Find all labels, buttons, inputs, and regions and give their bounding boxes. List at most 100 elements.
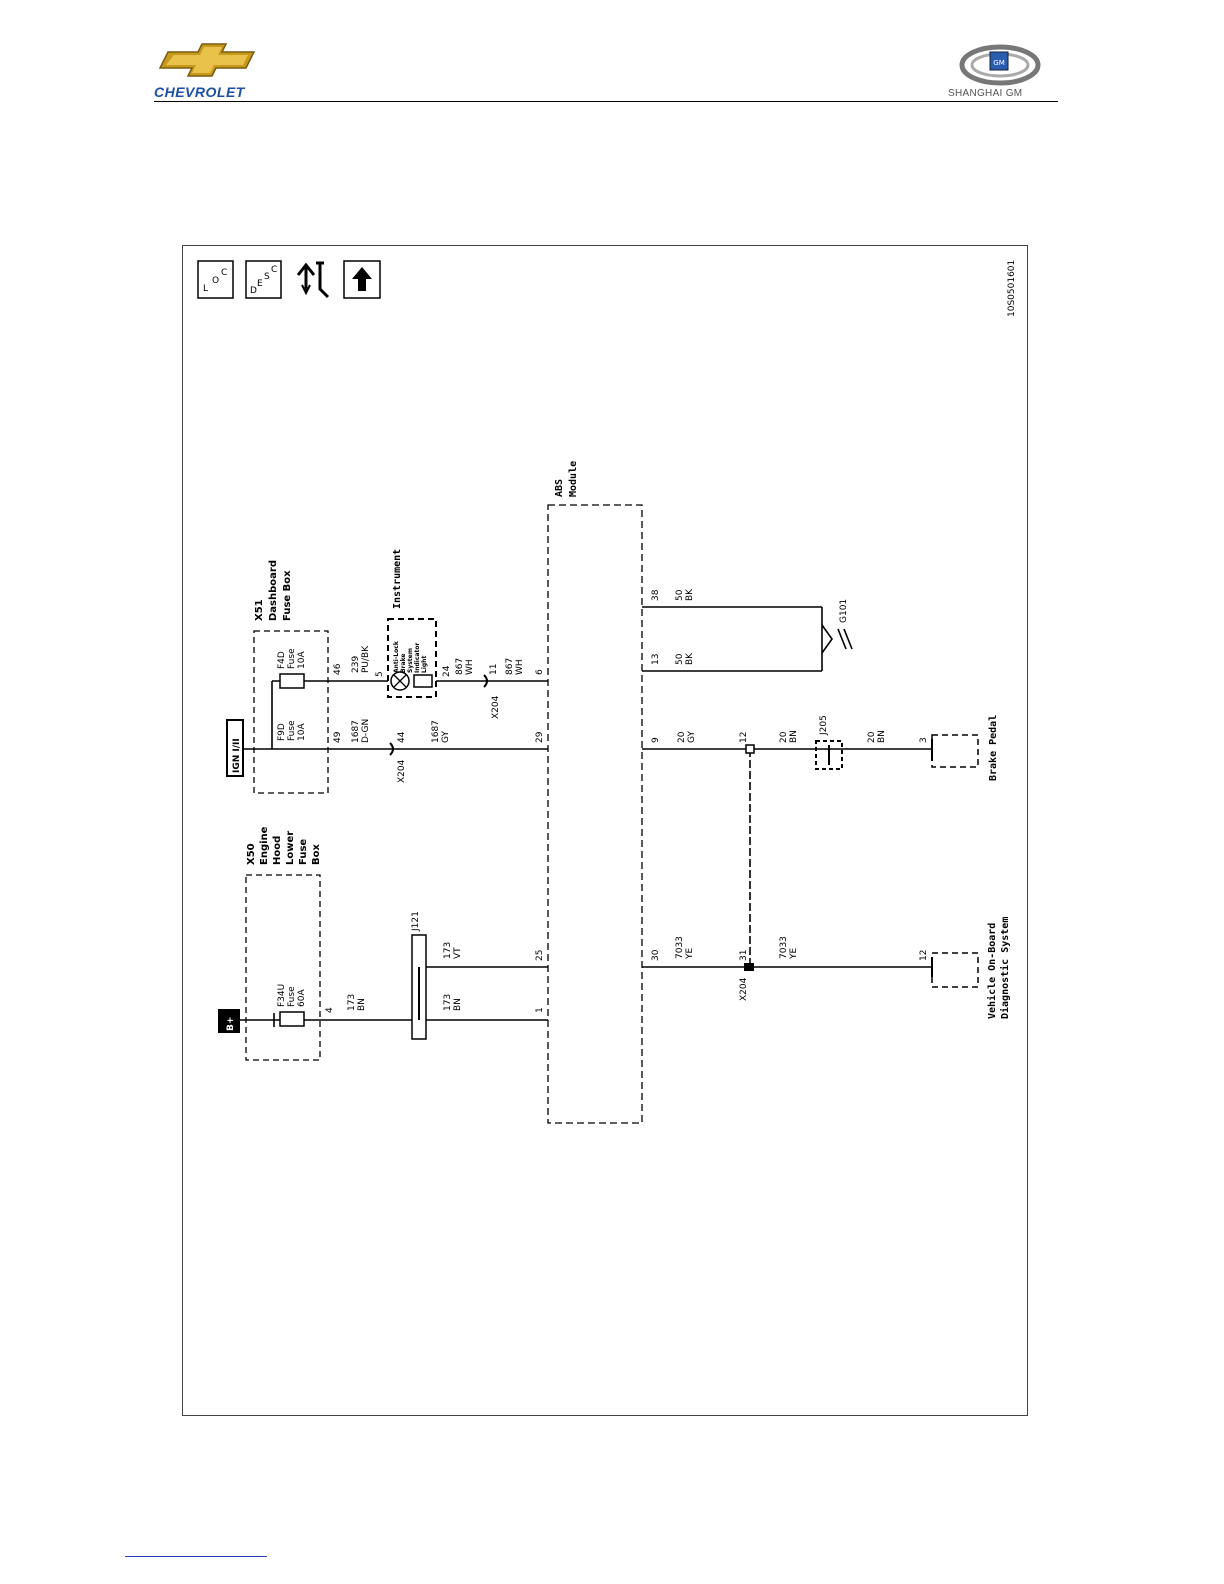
svg-text:F4D: F4D — [277, 651, 287, 669]
diagram-frame — [182, 245, 1028, 1416]
svg-text:31: 31 — [739, 950, 749, 961]
instrument-label: Instrument — [392, 549, 403, 609]
svg-text:7033: 7033 — [779, 936, 789, 959]
j121-label: J121 — [411, 911, 421, 932]
svg-text:Hood: Hood — [272, 836, 283, 865]
ign-label: IGN I/II — [232, 738, 242, 773]
x204-connector-c-icon — [744, 963, 754, 971]
svg-text:25: 25 — [535, 950, 545, 961]
page-header: CHEVROLET GM SHANGHAI GM — [0, 0, 1224, 110]
wire-labels: 173 BN 173 BN 173 VT 1687 D-GN 1687 GY 2… — [347, 588, 887, 1011]
f34u-fuse — [279, 1011, 305, 1027]
brake-pedal-switch — [931, 734, 979, 768]
svg-text:BN: BN — [453, 998, 463, 1011]
x51-label: X51 Dashboard Fuse Box — [254, 560, 293, 621]
j205-splice — [815, 740, 843, 770]
header-rule — [154, 101, 1058, 102]
desc-letter-s: S — [264, 272, 270, 282]
svg-text:Engine: Engine — [259, 826, 270, 865]
svg-text:10A: 10A — [297, 723, 307, 741]
svg-text:WH: WH — [515, 659, 525, 675]
svg-text:Indicator: Indicator — [414, 643, 421, 673]
desc-letter-e: E — [257, 279, 263, 289]
gm-badge-text: GM — [993, 59, 1004, 67]
svg-text:X51: X51 — [254, 599, 265, 621]
j205-label: J205 — [819, 715, 829, 736]
loc-letter-o: O — [212, 276, 219, 286]
x50-label: X50 Engine Hood Lower Fuse Box — [246, 826, 322, 865]
svg-text:D-GN: D-GN — [361, 719, 371, 743]
loc-letter-c: C — [221, 268, 227, 278]
svg-text:GY: GY — [687, 730, 697, 743]
x204-labels: X204 X204 X204 — [397, 695, 749, 1001]
wiring-schematic: L O C D E S C 10S0501601 B+ IGN I/II X50… — [197, 260, 1017, 1124]
svg-text:49: 49 — [333, 731, 343, 743]
abs-label-line1: ABS — [554, 479, 565, 497]
svg-text:10A: 10A — [297, 651, 307, 669]
svg-text:6: 6 — [535, 669, 545, 675]
loc-icon[interactable]: L O C — [197, 260, 234, 299]
svg-text:20: 20 — [779, 731, 789, 743]
lamp-resistor — [413, 674, 433, 688]
footer-link-underline — [125, 1556, 267, 1557]
svg-text:60A: 60A — [297, 989, 307, 1007]
svg-text:Fuse: Fuse — [287, 986, 297, 1007]
shanghai-gm-wordmark: SHANGHAI GM — [948, 88, 1023, 99]
svg-text:50: 50 — [675, 653, 685, 665]
ign-source: IGN I/II — [226, 719, 244, 777]
svg-text:WH: WH — [465, 659, 475, 675]
wires — [240, 606, 932, 1027]
svg-text:46: 46 — [333, 663, 343, 675]
svg-text:173: 173 — [443, 942, 453, 959]
svg-text:9: 9 — [651, 737, 661, 743]
svg-text:38: 38 — [651, 589, 661, 601]
svg-text:BN: BN — [877, 730, 887, 743]
svg-text:YE: YE — [685, 948, 695, 960]
x204-connector-b-icon — [483, 674, 488, 688]
desc-letter-d: D — [250, 286, 257, 296]
svg-text:Brake: Brake — [400, 654, 407, 673]
svg-text:Fuse: Fuse — [287, 648, 297, 669]
svg-text:BK: BK — [685, 588, 695, 601]
brake-pedal-label: Brake Pedal — [988, 715, 999, 781]
svg-text:BN: BN — [789, 730, 799, 743]
svg-text:F34U: F34U — [277, 984, 287, 1007]
x51-fuse-box — [253, 630, 329, 794]
shanghai-gm-logo: GM — [959, 44, 1041, 86]
svg-text:Fuse: Fuse — [298, 839, 309, 865]
instrument-box — [387, 618, 437, 698]
svg-text:24: 24 — [442, 665, 452, 677]
svg-text:GY: GY — [441, 730, 451, 743]
svg-text:Anti-Lock: Anti-Lock — [393, 640, 400, 673]
svg-text:5: 5 — [375, 671, 385, 677]
svg-text:867: 867 — [505, 658, 515, 675]
figure-id: 10S0501601 — [1007, 260, 1017, 317]
svg-text:X204: X204 — [739, 977, 749, 1001]
svg-text:50: 50 — [675, 589, 685, 601]
svg-text:PU/BK: PU/BK — [361, 645, 371, 673]
svg-text:System: System — [407, 648, 414, 673]
svg-text:X204: X204 — [491, 695, 501, 719]
svg-text:173: 173 — [347, 994, 357, 1011]
svg-text:Lower: Lower — [285, 831, 296, 865]
up-arrow-icon[interactable] — [343, 260, 381, 299]
svg-text:Box: Box — [311, 844, 322, 865]
svg-text:VT: VT — [453, 947, 463, 959]
chevrolet-wordmark: CHEVROLET — [154, 84, 245, 100]
svg-text:30: 30 — [651, 949, 661, 961]
wrench-arrows-icon[interactable] — [296, 261, 330, 299]
svg-text:1687: 1687 — [431, 720, 441, 743]
svg-text:3: 3 — [919, 737, 929, 743]
svg-text:29: 29 — [535, 731, 545, 743]
svg-text:Light: Light — [421, 656, 428, 673]
svg-text:YE: YE — [789, 948, 799, 960]
chevrolet-bowtie-logo — [158, 43, 256, 77]
svg-text:BK: BK — [685, 652, 695, 665]
svg-text:Fuse Box: Fuse Box — [282, 570, 293, 621]
desc-icon[interactable]: D E S C — [245, 260, 282, 299]
splice-dot — [745, 744, 755, 754]
x50-fuse-box — [245, 874, 321, 1061]
svg-text:1687: 1687 — [351, 720, 361, 743]
dlc-label-line1: Vehicle On-Board — [986, 923, 998, 1019]
x204-connector-a-icon — [389, 742, 394, 756]
